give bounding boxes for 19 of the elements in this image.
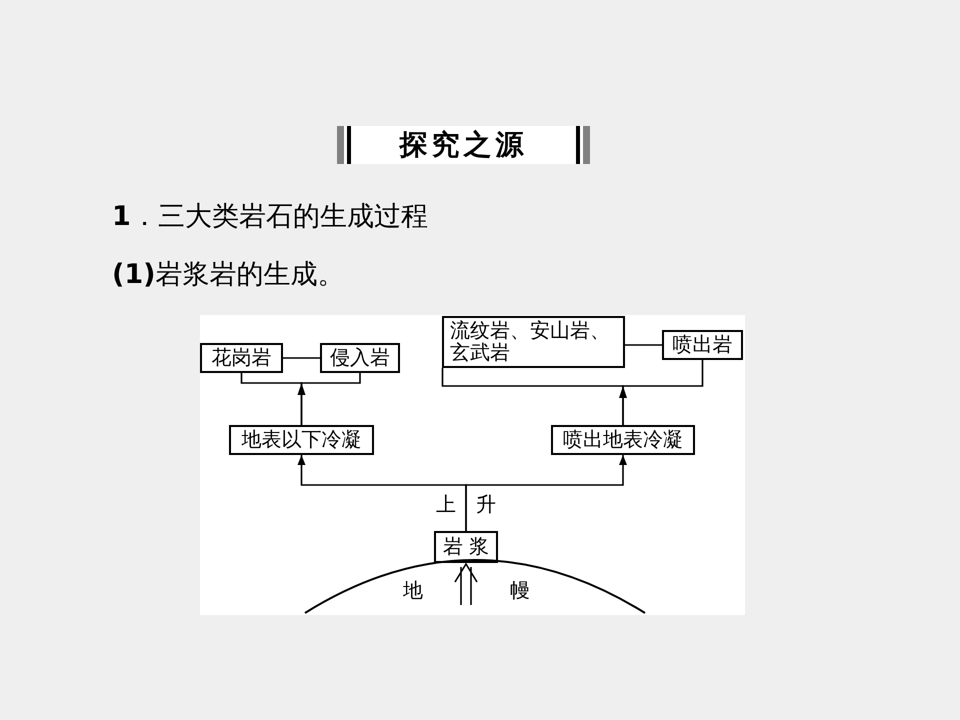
process-box: 喷出岩 — [662, 330, 743, 360]
connector-line — [625, 344, 662, 346]
branching-arrow — [298, 455, 627, 531]
branching-arrow — [442, 360, 704, 425]
branching-arrow — [240, 373, 361, 425]
section-heading: 1．三大类岩石的生成过程 — [112, 200, 428, 233]
process-box: 喷出地表冷凝 — [551, 425, 695, 455]
double-arrow — [454, 562, 478, 606]
region-label: 幔 — [510, 580, 530, 602]
subsection-heading: (1)岩浆岩的生成。 — [112, 258, 344, 291]
region-label: 地 — [403, 580, 423, 602]
title-banner: 探究之源 — [337, 126, 590, 164]
label-text: 上 — [436, 493, 456, 518]
process-box: 花岗岩 — [200, 343, 283, 373]
process-box: 岩浆 — [434, 531, 498, 563]
process-box: 地表以下冷凝 — [229, 425, 374, 455]
connector-line — [283, 357, 320, 359]
process-box: 流纹岩、安山岩、玄武岩 — [442, 316, 625, 368]
process-box: 侵入岩 — [320, 343, 400, 373]
